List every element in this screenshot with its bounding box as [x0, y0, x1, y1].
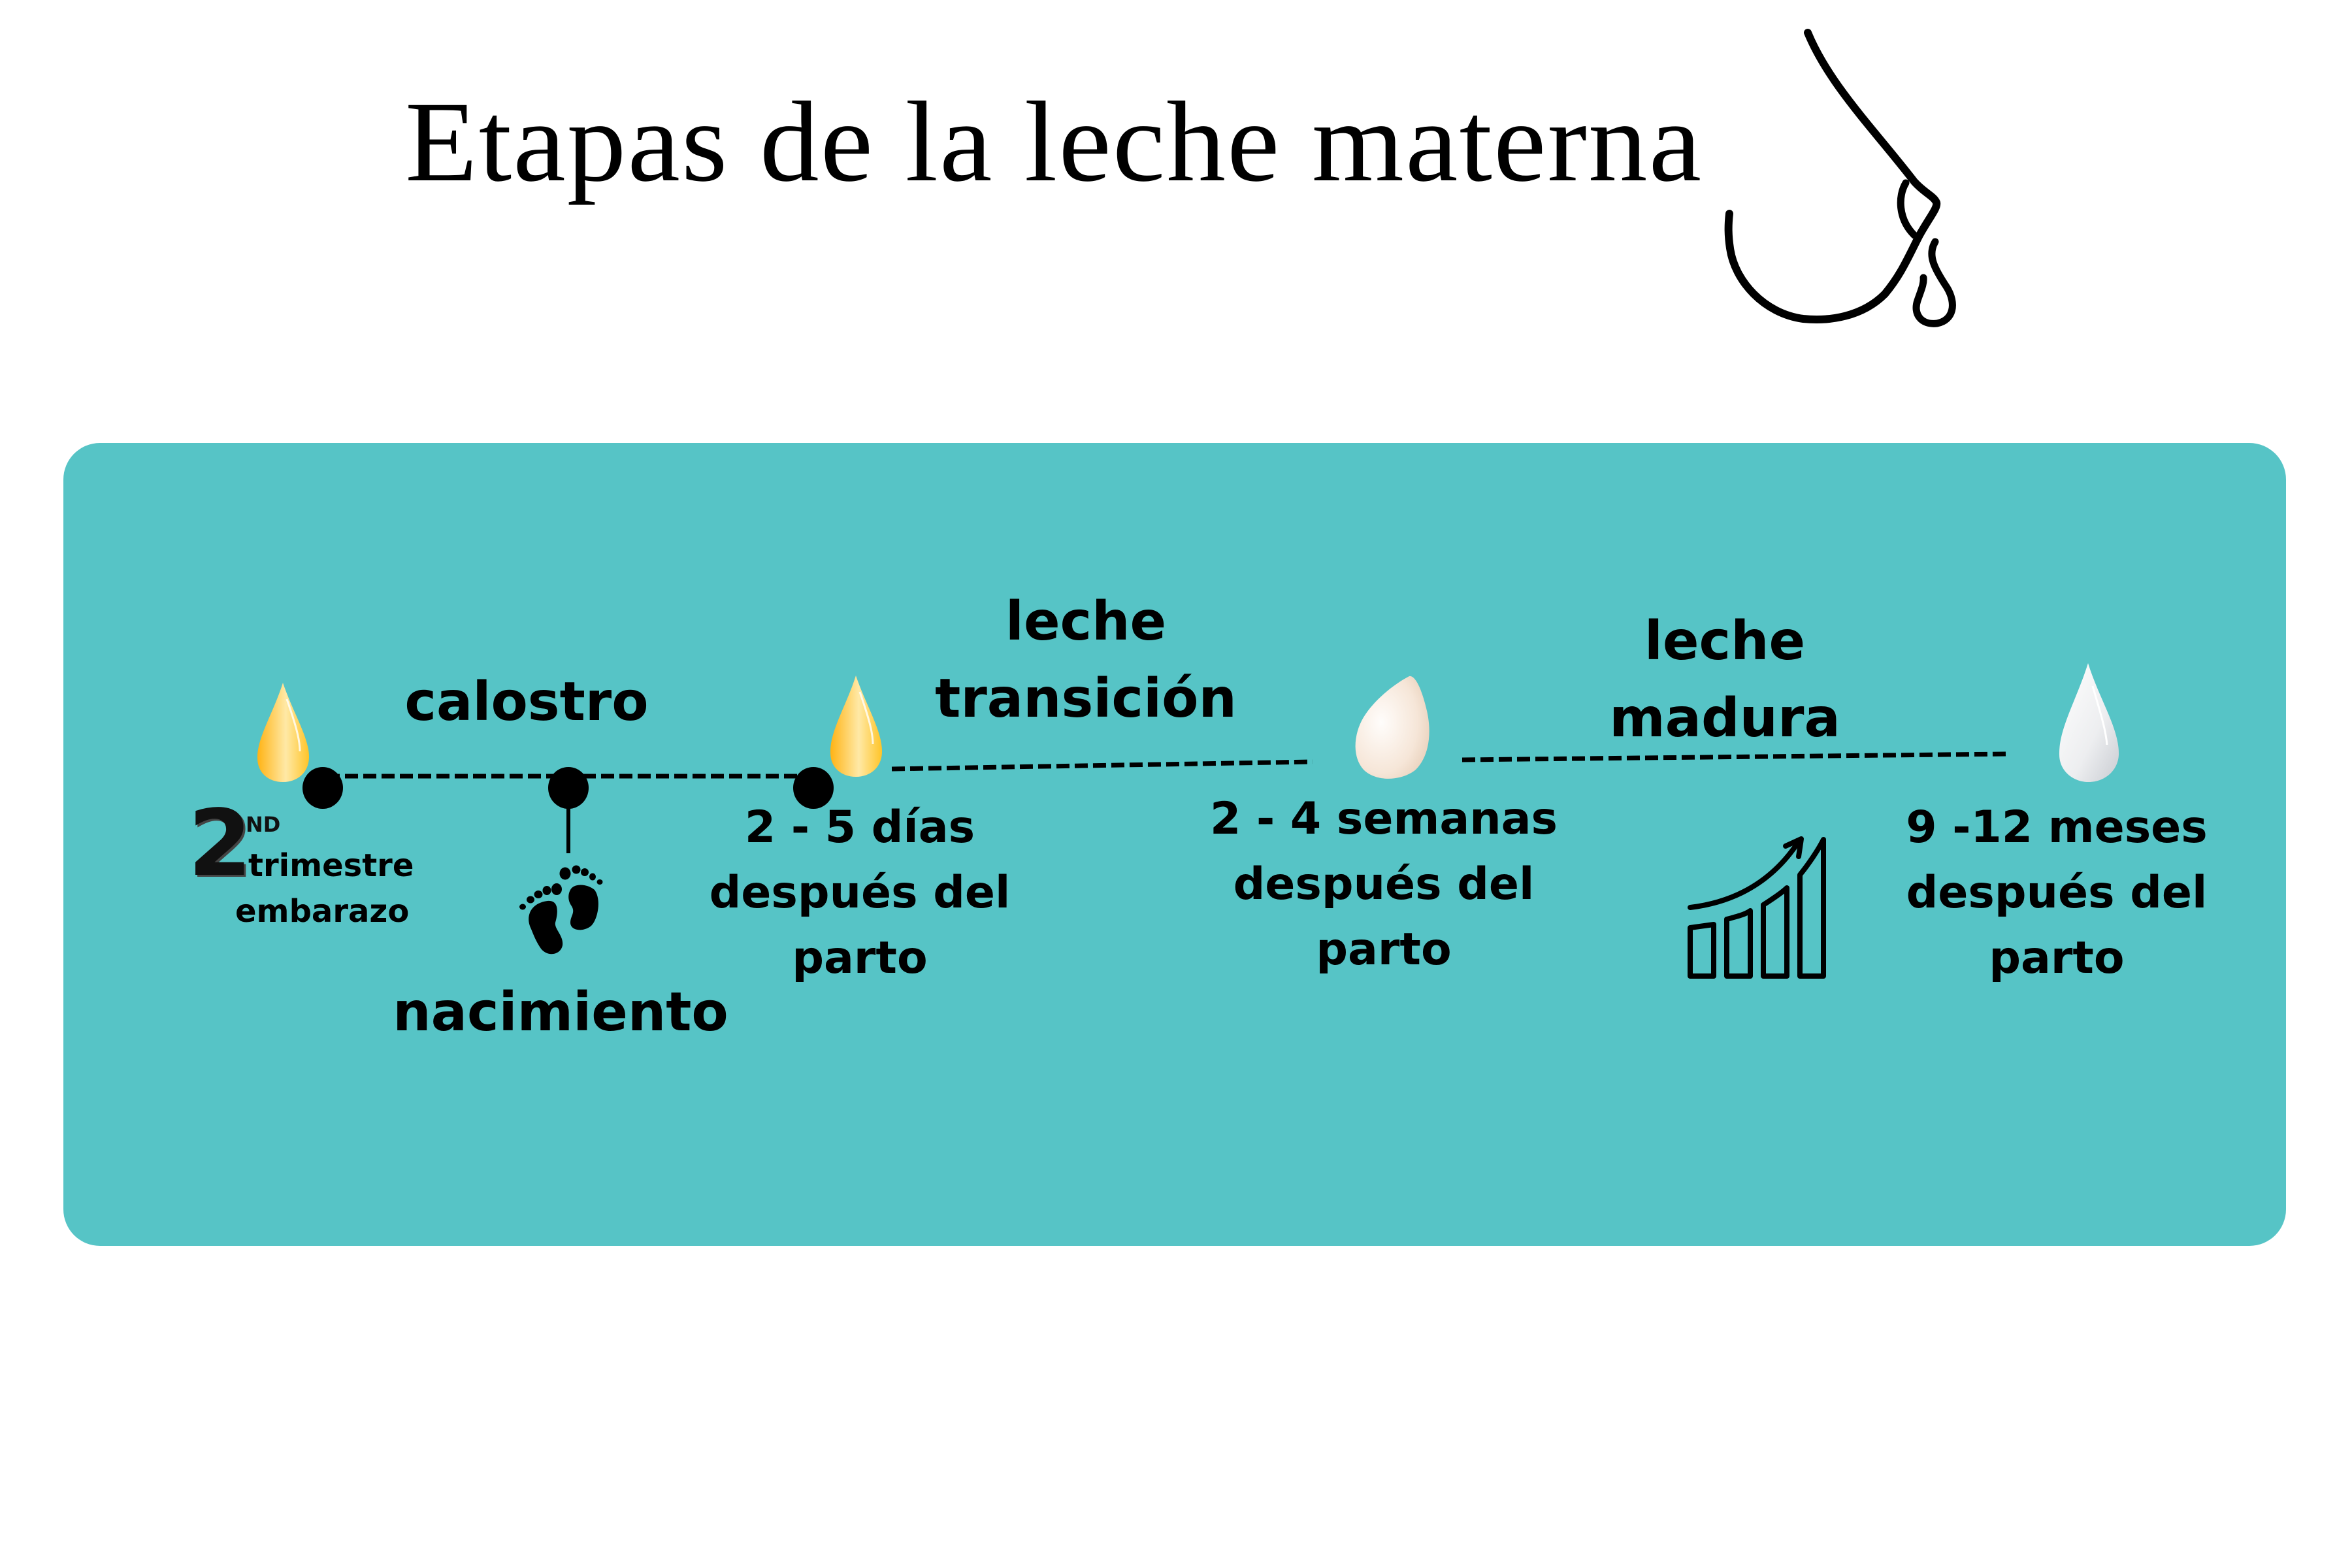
- white-drop-icon: [2059, 663, 2119, 782]
- page-title: Etapas de la leche materna: [405, 78, 1703, 206]
- cream-drop-icon: [1355, 676, 1429, 779]
- timeline-panel: [63, 443, 2286, 1246]
- growth-chart-icon: [1688, 836, 1826, 979]
- second-number-icon: 2 ND: [188, 791, 281, 897]
- milestone-nacimiento: nacimiento: [393, 981, 728, 1043]
- milestone-2-4-semanas: 2 - 4 semanas después del parto: [1210, 793, 1558, 975]
- breast-milk-drop-icon: [1724, 29, 1956, 327]
- yellow-drop-icon: [257, 683, 310, 782]
- timeline-dot-days: [793, 767, 834, 809]
- stage-label-madura: leche madura: [1609, 610, 1840, 749]
- stage-label-transicion: leche transición: [935, 591, 1237, 730]
- dashed-line-transicion: [891, 759, 1313, 772]
- baby-feet-icon: [519, 865, 603, 955]
- yellow-drop-icon: [830, 676, 883, 777]
- timeline-dot-trimester: [302, 767, 343, 809]
- milestone-trimestre-line2: embarazo: [235, 893, 410, 930]
- timeline-dot-birth: [548, 767, 589, 809]
- milestone-2-5-dias: 2 - 5 días después del parto: [709, 802, 1011, 984]
- milestone-trimestre-line1: trimestre: [248, 847, 414, 884]
- milestone-9-12-meses: 9 -12 meses después del parto: [1906, 802, 2208, 984]
- stage-label-calostro: calostro: [404, 671, 649, 733]
